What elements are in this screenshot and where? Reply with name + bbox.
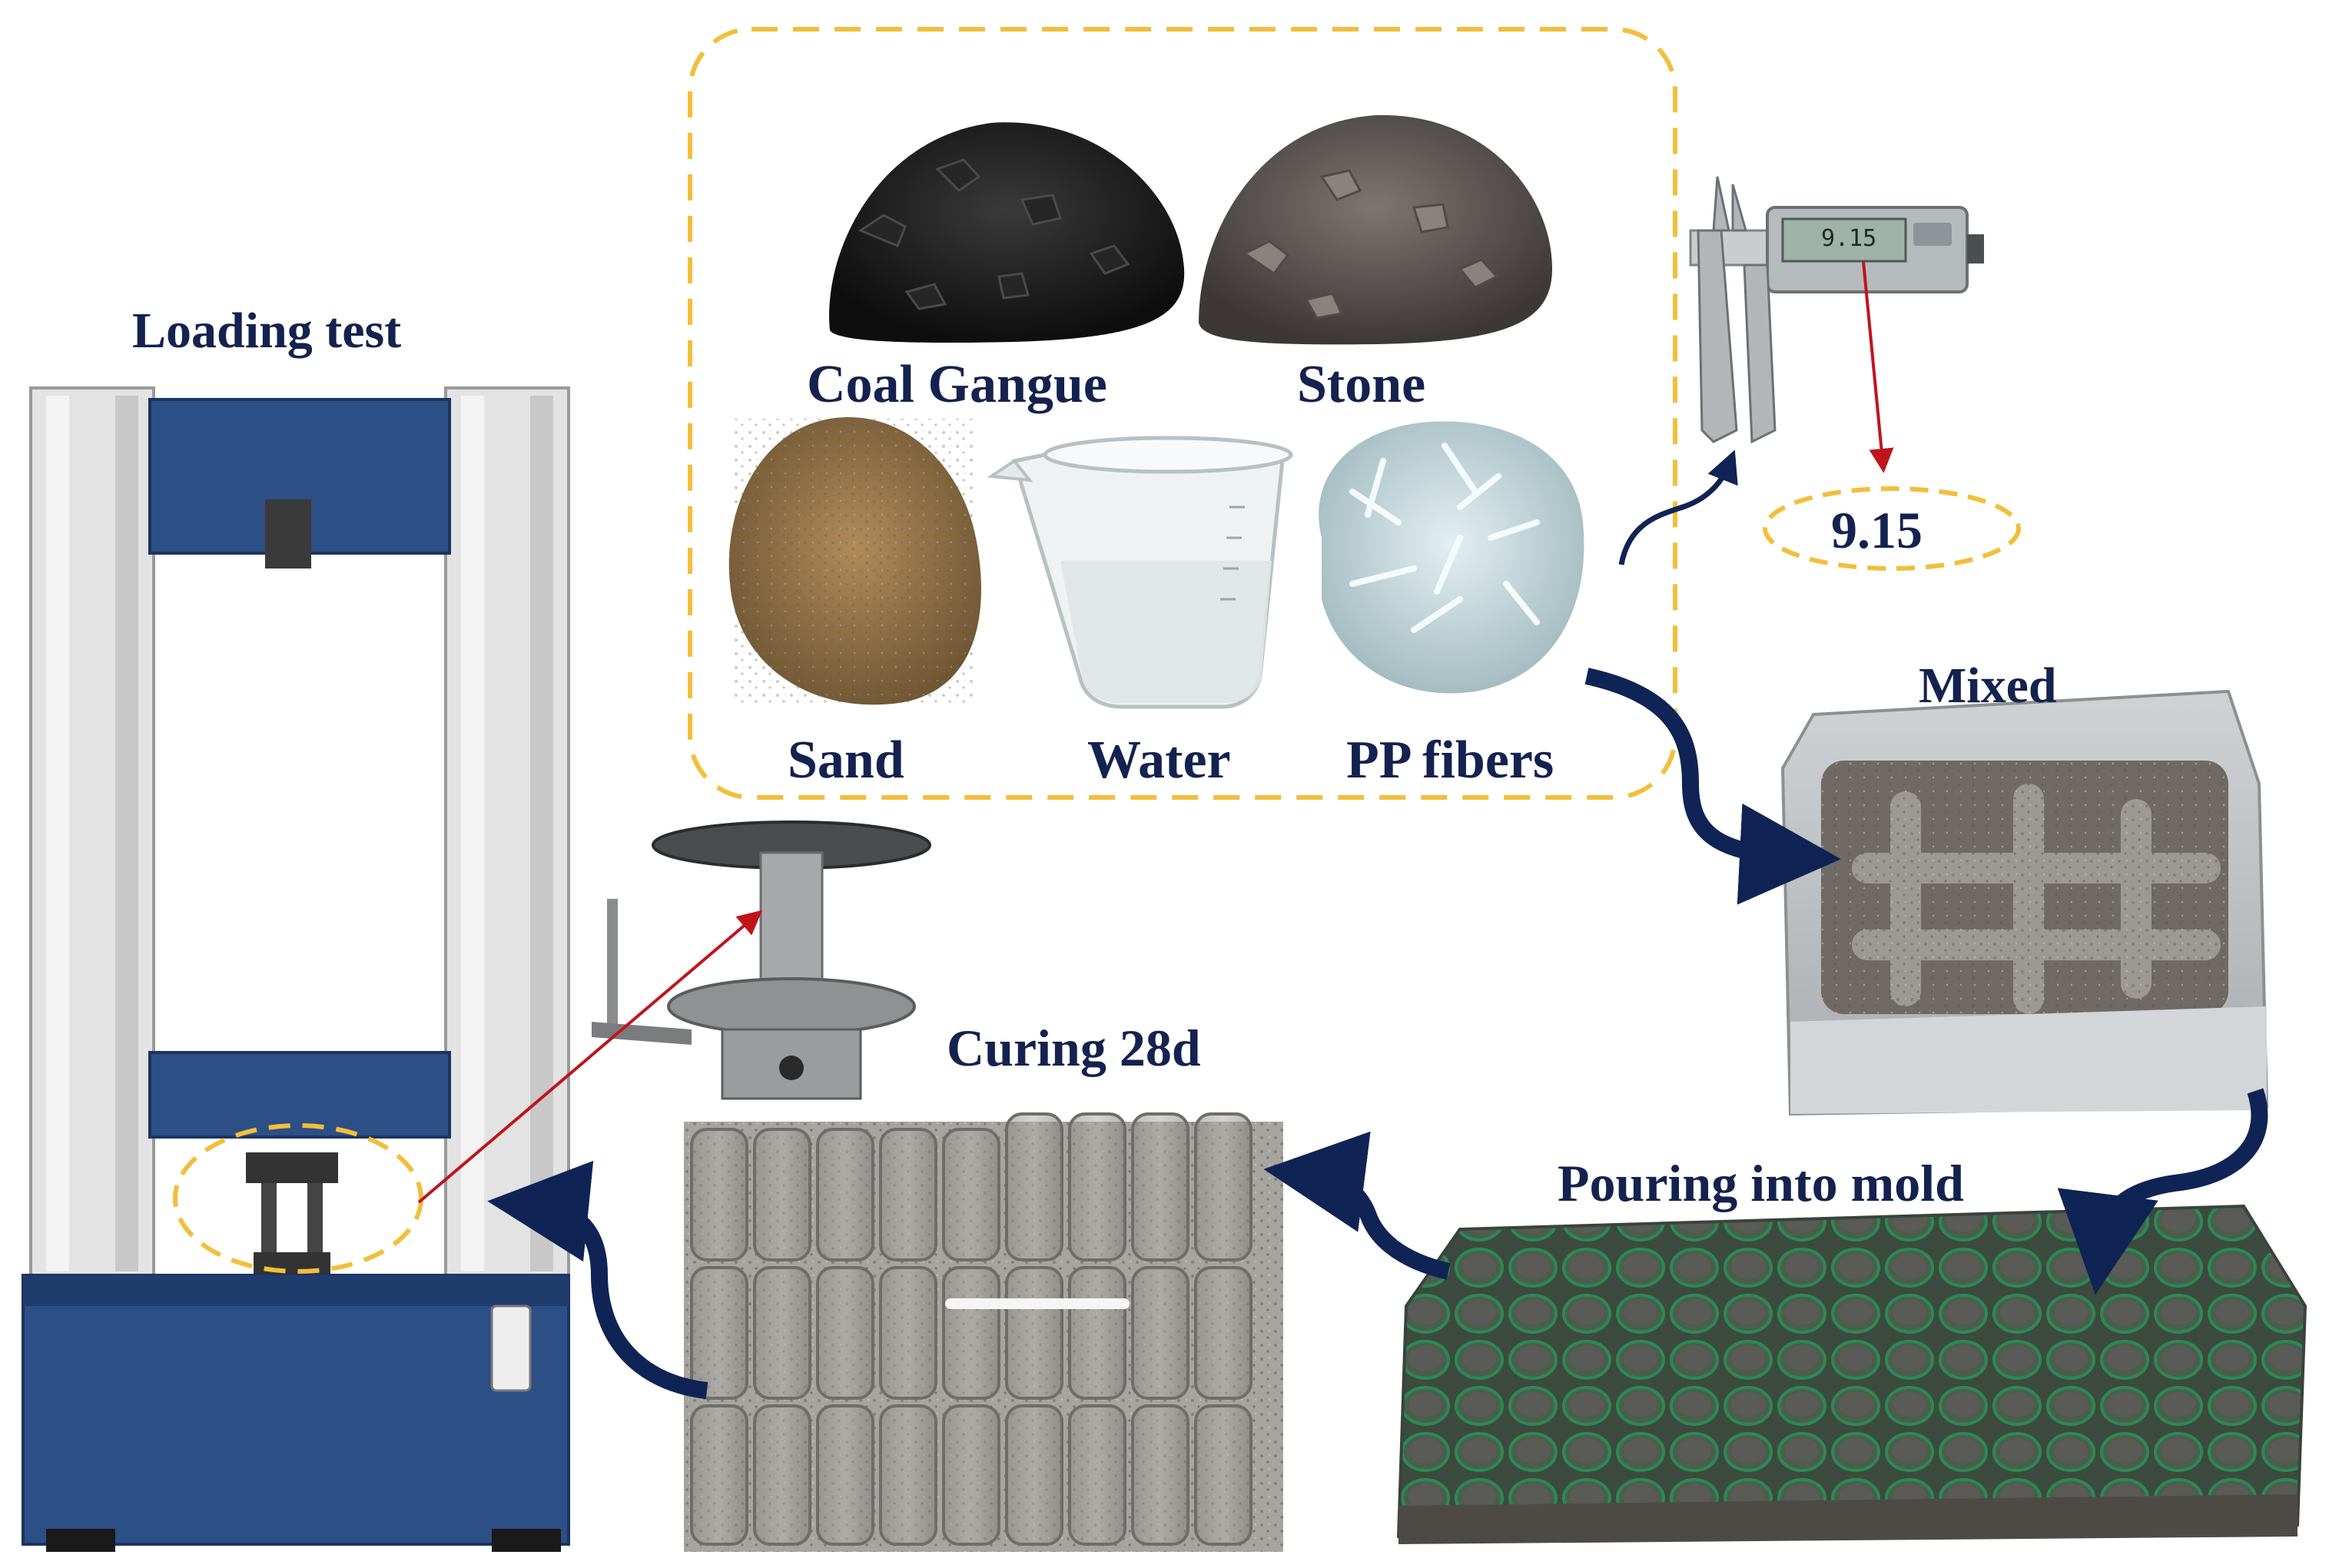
- fixture-highlight-outline: [173, 1123, 423, 1274]
- loading-machine-image: [22, 386, 570, 1552]
- caliper-reading-label: 9.15: [1831, 501, 1923, 559]
- stone-image: [1199, 114, 1552, 345]
- coal-gangue-label: Coal Gangue: [807, 355, 1107, 414]
- mixer-image: [1780, 689, 2269, 1116]
- sand-label: Sand: [788, 731, 904, 790]
- mold-to-curing-arrow: [1263, 1131, 1451, 1280]
- caliper-display-text: 9.15: [1821, 225, 1877, 252]
- curing-to-loading-arrow: [487, 1160, 708, 1399]
- loading-test-label: Loading test: [132, 303, 402, 359]
- pp-fibers-label: PP fibers: [1346, 731, 1554, 790]
- fibers-to-caliper-arrow: [1618, 449, 1738, 565]
- sand-image: [728, 416, 981, 705]
- pouring-label: Pouring into mold: [1558, 1154, 1964, 1212]
- curing-specimens-image: [684, 1112, 1283, 1552]
- mold-image: [1396, 1204, 2307, 1544]
- caliper-pointer-line: [1862, 260, 1894, 473]
- fixture-closeup-image: [592, 820, 931, 1100]
- coal-gangue-image: [829, 122, 1185, 343]
- caliper-reading-outline: [1763, 486, 2021, 571]
- stone-label: Stone: [1297, 355, 1426, 414]
- curing-label: Curing 28d: [947, 1019, 1201, 1077]
- pp-fibers-image: [1319, 421, 1584, 694]
- caliper-image: [1689, 176, 1984, 444]
- fixture-pointer-line: [417, 910, 763, 1204]
- materials-box-outline: [688, 27, 1677, 800]
- mixed-to-mold-arrow: [2057, 1088, 2268, 1295]
- water-label: Water: [1087, 731, 1231, 790]
- materials-to-mixed-arrow: [1584, 668, 1841, 905]
- mixed-label: Mixed: [1919, 658, 2057, 714]
- water-beaker-image: [987, 436, 1293, 709]
